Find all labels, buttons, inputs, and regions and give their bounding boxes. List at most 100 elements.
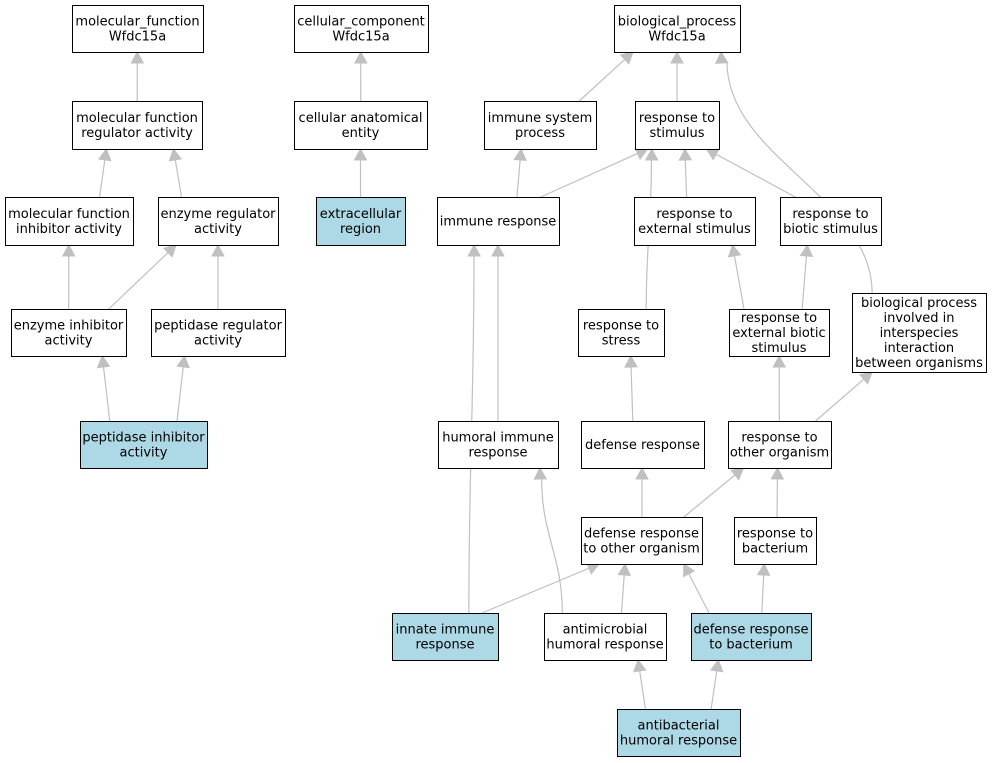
node-label-line: extracellular bbox=[320, 207, 402, 222]
arrowhead-antibacterial_humoral-to-antimicrobial_humoral bbox=[633, 658, 647, 673]
node-label-line: stimulus bbox=[751, 341, 806, 356]
node-label-line: activity bbox=[45, 334, 93, 349]
edge-response_external_stimulus-to-response_to_stimulus bbox=[684, 159, 688, 198]
node-label-line: to other organism bbox=[583, 542, 700, 557]
node-box bbox=[11, 309, 127, 357]
node-box bbox=[438, 421, 559, 469]
node-label-line: innate immune bbox=[396, 623, 495, 638]
node-label-line: external stimulus bbox=[638, 222, 751, 237]
arrowhead-response_to_stress-to-response_to_stimulus bbox=[644, 147, 659, 161]
node-box bbox=[578, 309, 665, 357]
node-label-line: response bbox=[468, 446, 527, 461]
node-box bbox=[635, 101, 720, 150]
node-label-line: activity bbox=[194, 334, 242, 349]
node-label-line: Wfdc15a bbox=[332, 30, 389, 45]
edges-layer bbox=[61, 50, 873, 710]
arrowhead-enzyme_inhibitor-to-mf_inhibitor bbox=[61, 243, 76, 257]
node-label-line: Wfdc15a bbox=[109, 30, 166, 45]
node-label-line: interaction bbox=[884, 341, 954, 356]
node-label-line: enzyme regulator bbox=[160, 207, 276, 222]
edge-response_biotic_stimulus-to-response_to_stimulus bbox=[715, 153, 796, 198]
node-label-line: cellular anatomical bbox=[299, 111, 423, 126]
edge-defense_response-to-response_to_stress bbox=[630, 366, 634, 422]
nodes-layer: molecular_functionWfdc15acellular_compon… bbox=[5, 5, 987, 757]
arrowhead-response_external_biotic-to-response_external_stimulus bbox=[727, 243, 742, 258]
arrowhead-humoral_immune_response-to-immune_response bbox=[491, 243, 505, 257]
edge-bp_interspecies-to-bp_root bbox=[726, 61, 873, 294]
node-label-line: peptidase regulator bbox=[154, 319, 283, 334]
edge-peptidase_inhibitor-to-enzyme_inhibitor bbox=[102, 366, 111, 422]
arrowhead-response_other_organism-to-bp_interspecies bbox=[858, 371, 873, 385]
node-label-line: humoral response bbox=[546, 638, 663, 653]
arrowhead-innate_immune_response-to-immune_response bbox=[467, 243, 481, 257]
node-immune-response[interactable]: immune response bbox=[437, 197, 560, 246]
edge-enzyme_inhibitor-to-enzyme_regulator bbox=[108, 252, 169, 310]
node-defense-response[interactable]: defense response bbox=[581, 421, 705, 469]
node-box bbox=[634, 197, 756, 246]
node-label-line: enzyme inhibitor bbox=[14, 319, 124, 334]
node-label-line: external biotic bbox=[732, 326, 825, 341]
node-box bbox=[728, 421, 832, 469]
node-label-line: defense response bbox=[584, 527, 699, 542]
node-label-line: involved in bbox=[883, 311, 954, 326]
edge-mf_inhibitor-to-mf_regulator bbox=[99, 159, 106, 198]
node-box bbox=[72, 101, 203, 150]
arrowhead-bp_interspecies-to-bp_root bbox=[714, 50, 729, 64]
arrowhead-mf_inhibitor-to-mf_regulator bbox=[98, 147, 112, 162]
node-label-line: bacterium bbox=[742, 542, 808, 557]
edge-enzyme_regulator-to-mf_regulator bbox=[174, 159, 183, 198]
node-box bbox=[852, 293, 987, 373]
node-label-line: biological_process bbox=[618, 15, 737, 30]
arrowhead-extracellular_region-to-cellular_entity bbox=[353, 147, 368, 161]
node-label-line: between organisms bbox=[855, 356, 983, 371]
node-box bbox=[437, 197, 560, 246]
node-label-line: region bbox=[340, 222, 381, 237]
arrowhead-antimicrobial_humoral-to-defense_other_organism bbox=[617, 562, 632, 576]
node-label-line: Wfdc15a bbox=[648, 30, 705, 45]
arrowhead-response_external_biotic-to-response_biotic_stimulus bbox=[799, 243, 814, 258]
node-label-line: molecular_function bbox=[75, 15, 199, 30]
node-box bbox=[484, 101, 597, 150]
node-label-line: stress bbox=[602, 334, 641, 349]
arrowhead-response_to_bacterium-to-response_other_organism bbox=[770, 466, 785, 480]
arrowhead-immune_response-to-immune_system_process bbox=[513, 147, 527, 162]
node-box bbox=[5, 197, 134, 246]
edge-immune_response-to-immune_system_process bbox=[516, 159, 521, 198]
arrowhead-peptidase_inhibitor-to-peptidase_regulator bbox=[176, 354, 190, 369]
node-box bbox=[294, 5, 429, 53]
node-label-line: response bbox=[415, 638, 474, 653]
node-label-line: entity bbox=[342, 126, 380, 141]
arrowhead-response_external_stimulus-to-response_to_stimulus bbox=[678, 147, 693, 161]
node-box bbox=[392, 613, 499, 661]
node-label-line: defense response bbox=[585, 438, 700, 453]
node-label-line: interspecies bbox=[880, 326, 959, 341]
node-box bbox=[581, 421, 705, 469]
